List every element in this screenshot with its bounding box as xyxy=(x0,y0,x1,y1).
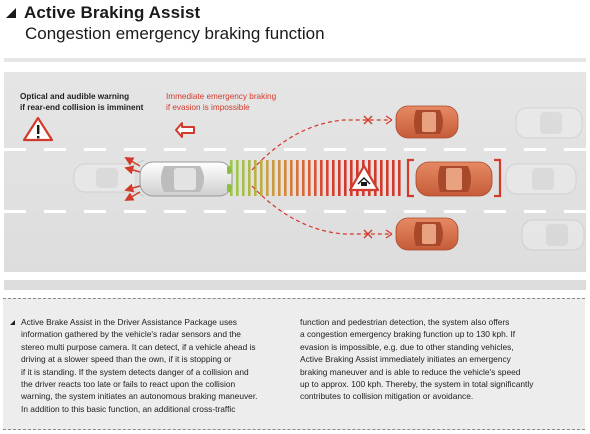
collision-warning-line-1: Optical and audible warning xyxy=(20,92,130,101)
page-title: Active Braking Assist xyxy=(24,3,201,22)
description-line: stereo multi purpose camera. It can dete… xyxy=(21,341,256,352)
description-line: if it is standing. If the system detects… xyxy=(21,366,249,377)
page-subtitle: Congestion emergency braking function xyxy=(25,24,325,43)
orange-car-bottom xyxy=(395,217,459,251)
ego-rear-arrows xyxy=(124,157,141,201)
orange-car-top xyxy=(395,105,459,139)
description-line: braking maneuver and is able to reduce t… xyxy=(300,366,521,377)
background-car-right-mid xyxy=(505,163,577,195)
evasion-path-up xyxy=(251,119,392,171)
description-line: information gathered by the vehicle's ra… xyxy=(21,329,241,340)
description-right-column: function and pedestrian detection, the s… xyxy=(300,316,570,403)
description-left-column: Active Brake Assist in the Driver Assist… xyxy=(21,316,289,415)
warning-triangle-icon xyxy=(22,116,54,142)
evasion-path-down-arrowhead xyxy=(385,229,393,239)
orange-car-target xyxy=(415,161,493,197)
evasion-path-up-arrowhead xyxy=(385,115,393,125)
description-box: Active Brake Assist in the Driver Assist… xyxy=(3,298,585,430)
description-line: a congestion emergency braking function … xyxy=(300,329,516,340)
evasion-path-down-blocked-icon xyxy=(363,229,373,239)
road-bottom-edge xyxy=(4,272,586,280)
background-car-left xyxy=(73,163,137,193)
road-scene-diagram xyxy=(4,58,586,290)
road-scene-svg xyxy=(4,58,586,290)
road-top-edge xyxy=(4,62,586,72)
description-line: evasion is impossible, e.g. due to other… xyxy=(300,341,514,352)
description-line: warning, the system initiates an autonom… xyxy=(21,391,258,402)
collision-warning-label: Optical and audible warning if rear-end … xyxy=(20,92,143,113)
description-line: the driver reacts too late or fails to r… xyxy=(21,379,236,390)
radar-detection-bars xyxy=(230,160,401,196)
background-car-right-bottom xyxy=(521,219,585,251)
ego-vehicle xyxy=(139,161,233,197)
emergency-braking-line-1: Immediate emergency braking xyxy=(166,92,277,101)
description-line: contributes to collision mitigation or a… xyxy=(300,391,474,402)
evasion-path-down xyxy=(251,185,392,235)
lane-markings xyxy=(4,148,586,213)
brake-warning-triangle-icon xyxy=(348,164,380,192)
description-line: In addition to this basic function, an a… xyxy=(21,403,236,414)
description-line: driving at a slower speed than the own, … xyxy=(21,354,232,365)
description-line: function and pedestrian detection, the s… xyxy=(300,317,510,327)
collision-warning-line-2: if rear-end collision is imminent xyxy=(20,102,144,112)
bullet-triangle-icon xyxy=(10,320,15,325)
emergency-braking-label: Immediate emergency braking if evasion i… xyxy=(166,92,276,113)
target-bracket xyxy=(406,158,502,198)
title-row: Active Braking Assist xyxy=(6,2,200,24)
title-triangle-icon xyxy=(6,8,16,18)
description-line: up to approx. 100 kph. Thereby, the syst… xyxy=(300,379,534,390)
evasion-path-up-blocked-icon xyxy=(363,115,373,125)
braking-arrow-icon xyxy=(175,122,195,138)
background-car-right-top xyxy=(515,107,583,139)
emergency-braking-line-2: if evasion is impossible xyxy=(166,102,250,112)
description-line: Active Brake Assist in the Driver Assist… xyxy=(21,317,237,327)
description-line: Active Braking Assist immediately initia… xyxy=(300,354,511,365)
